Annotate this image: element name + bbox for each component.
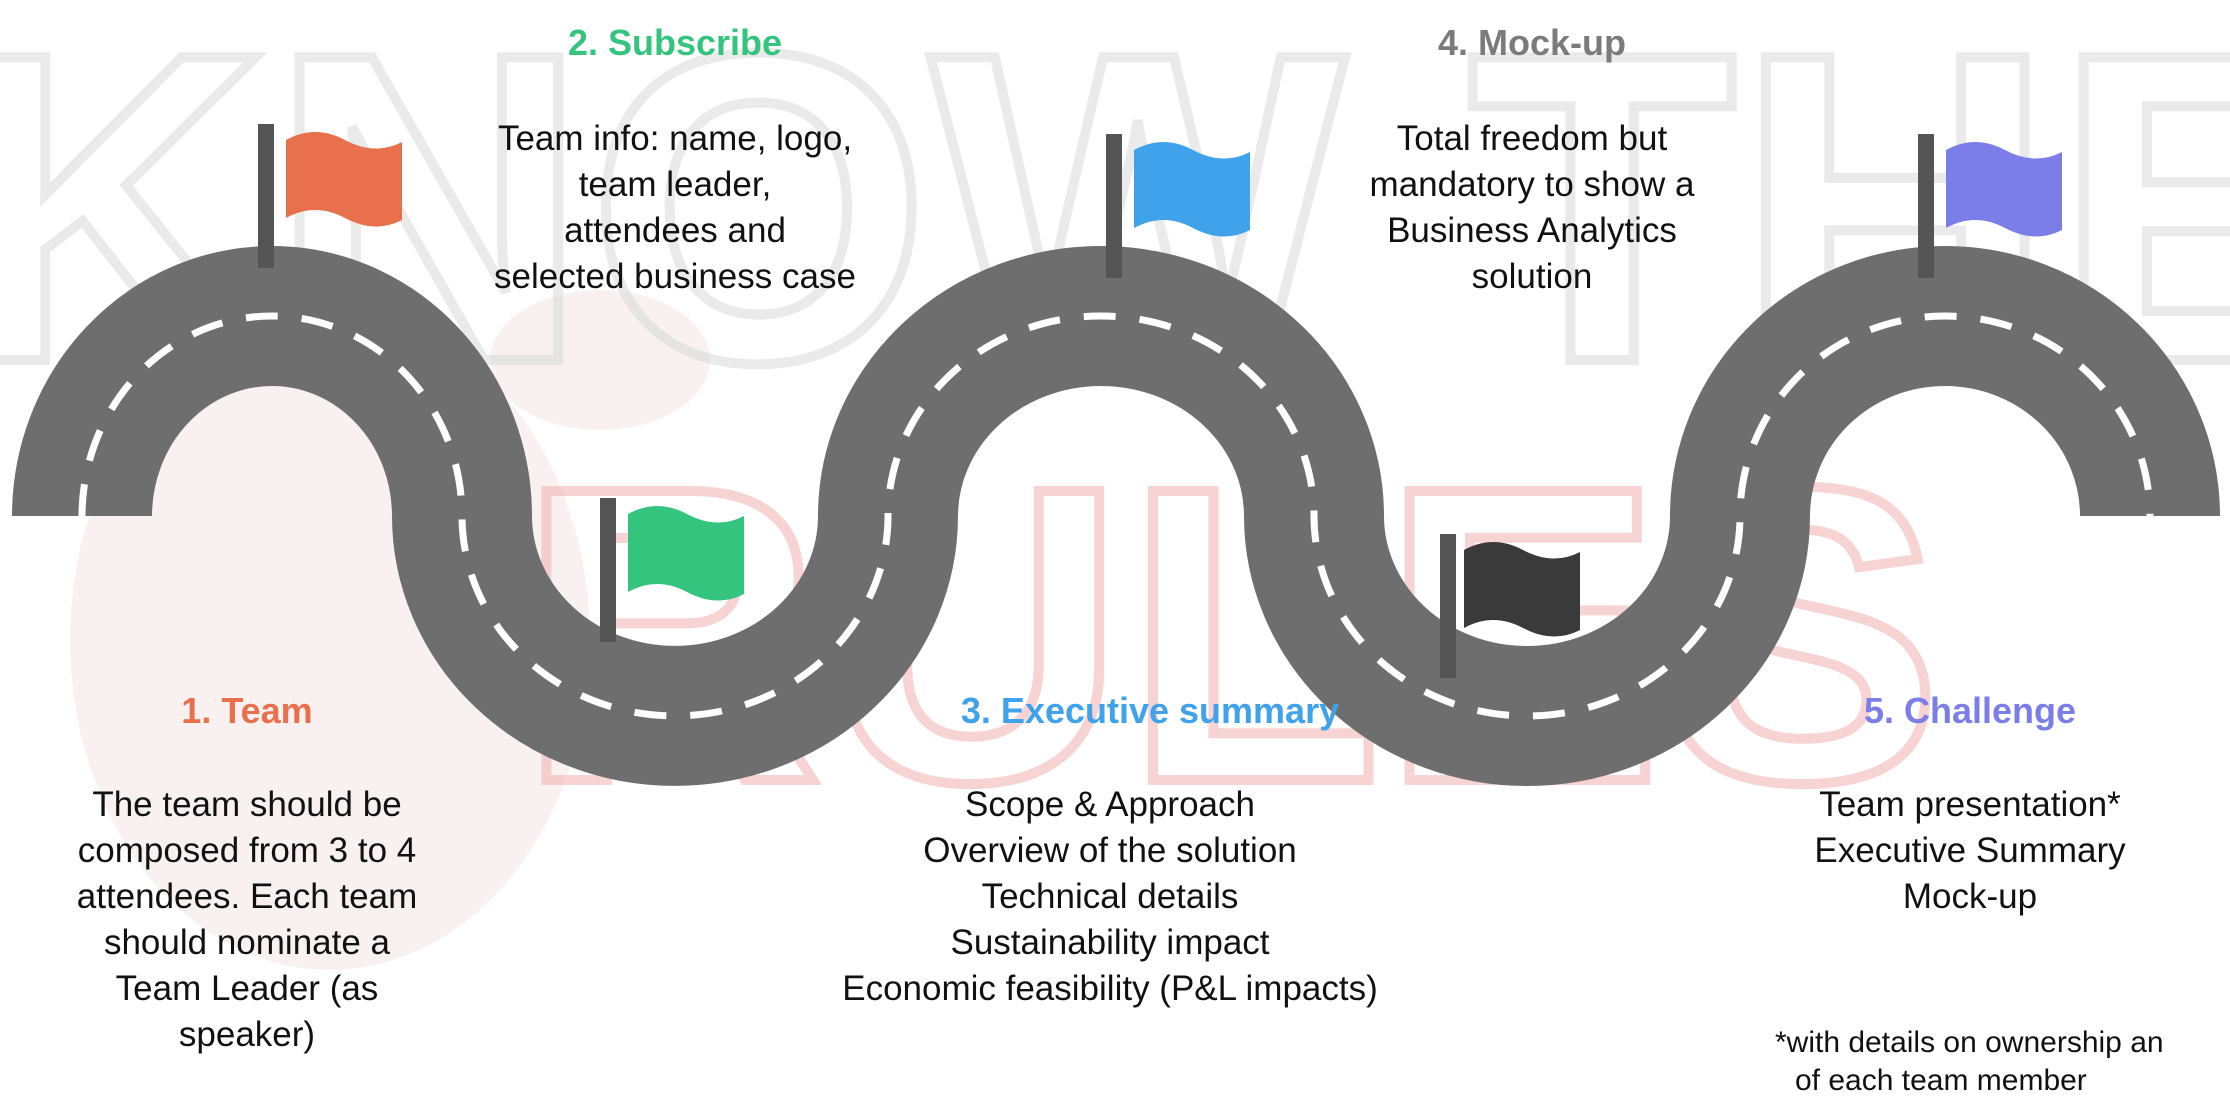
- step-3-title: 3. Executive summary: [960, 690, 1340, 731]
- step-5-line: Mock-up: [1902, 877, 2038, 916]
- step-1-line: should nominate a: [103, 923, 391, 962]
- step-3-line: Sustainability impact: [950, 923, 1270, 962]
- footnote-line: of each team member: [1795, 1064, 2087, 1097]
- step-3-line: Economic feasibility (P&L impacts): [842, 969, 1378, 1008]
- step-3-line: Overview of the solution: [923, 831, 1297, 870]
- step-2-line: Team info: name, logo,: [497, 119, 853, 158]
- step-4-line: Total freedom but: [1396, 119, 1668, 158]
- flag-step-1: [258, 124, 402, 268]
- step-5-description: Team presentation* Executive Summary Moc…: [1745, 782, 2195, 920]
- step-1-description: The team should be composed from 3 to 4 …: [47, 782, 447, 1058]
- step-3-line: Technical details: [981, 877, 1239, 916]
- footnote-line: *with details on ownership an: [1775, 1026, 2164, 1059]
- step-4-line: solution: [1471, 257, 1593, 296]
- step-3-line: Scope & Approach: [965, 785, 1255, 824]
- step-1-title: 1. Team: [181, 690, 313, 731]
- step-2-line: attendees and: [564, 211, 786, 250]
- step-3-description: Scope & Approach Overview of the solutio…: [780, 782, 1440, 1012]
- flag-step-2: [600, 498, 744, 642]
- flag-step-4: [1440, 534, 1580, 678]
- step-1-line: The team should be: [92, 785, 402, 824]
- flag-step-5: [1918, 134, 2062, 278]
- step-1-line: Team Leader (as: [115, 969, 379, 1008]
- flag-step-3: [1106, 134, 1250, 278]
- step-2-title: 2. Subscribe: [567, 22, 783, 63]
- step-4-description: Total freedom but mandatory to show a Bu…: [1312, 116, 1752, 300]
- step-1-line: attendees. Each team: [76, 877, 418, 916]
- step-5-footnote: *with details on ownership an of each te…: [1775, 1024, 2230, 1100]
- step-1-line: speaker): [178, 1015, 316, 1054]
- step-4-line: mandatory to show a: [1369, 165, 1695, 204]
- road-center-dashes: [78, 312, 2154, 720]
- step-5-title: 5. Challenge: [1863, 690, 2077, 731]
- step-2-line: selected business case: [494, 257, 856, 296]
- step-2-description: Team info: name, logo, team leader, atte…: [445, 116, 905, 300]
- step-5-line: Team presentation*: [1819, 785, 2121, 824]
- step-1-line: composed from 3 to 4: [77, 831, 417, 870]
- step-5-line: Executive Summary: [1814, 831, 2126, 870]
- step-4-title: 4. Mock-up: [1437, 22, 1626, 63]
- step-2-line: team leader,: [578, 165, 772, 204]
- road-surface: [12, 246, 2220, 786]
- step-4-line: Business Analytics: [1387, 211, 1677, 250]
